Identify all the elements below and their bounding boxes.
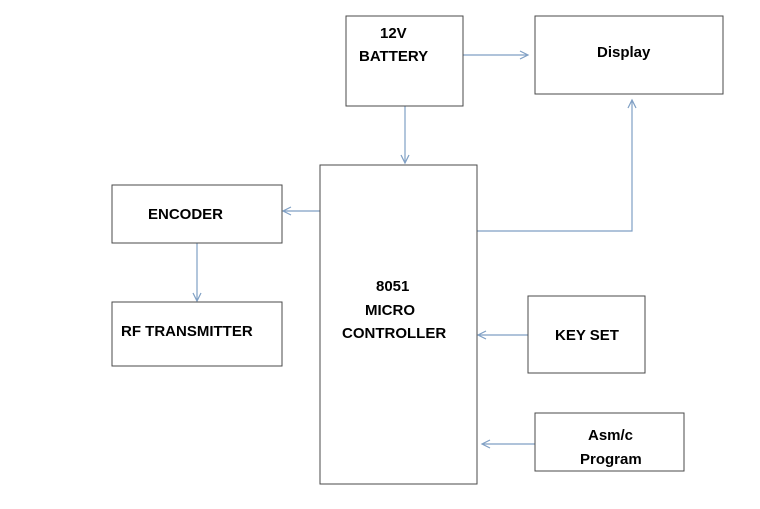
encoder-label: ENCODER: [148, 206, 223, 223]
battery-label-line-2: BATTERY: [359, 48, 428, 65]
node-microcontroller: 8051 MICRO CONTROLLER: [319, 164, 478, 485]
rf-transmitter-box: [111, 301, 283, 367]
keyset-label: KEY SET: [555, 327, 619, 344]
arrowhead-display-left: [519, 50, 530, 60]
microcontroller-label-line-2: MICRO: [365, 302, 415, 319]
edge-microcontroller-to-display: [477, 101, 633, 232]
battery-label-line-1: 12V: [380, 25, 407, 42]
microcontroller-box: [319, 164, 478, 485]
keyset-box: [527, 295, 646, 374]
arrowhead-rf-transmitter-top: [192, 292, 202, 303]
node-display: Display: [534, 15, 724, 95]
arrowhead-display-bottom: [627, 98, 637, 109]
connectors: [192, 50, 637, 449]
display-box: [534, 15, 724, 95]
program-box: [534, 412, 685, 472]
battery-box: [345, 15, 464, 107]
arrowhead-encoder-right: [281, 206, 292, 216]
program-label-line-1: Asm/c: [588, 427, 633, 444]
node-rf-transmitter: RF TRANSMITTER: [111, 301, 283, 367]
node-encoder: ENCODER: [111, 184, 283, 244]
node-keyset: KEY SET: [527, 295, 646, 374]
arrowhead-microcontroller-top: [400, 154, 410, 165]
encoder-box: [111, 184, 283, 244]
display-label: Display: [597, 44, 651, 61]
node-battery: 12V BATTERY: [345, 15, 464, 107]
microcontroller-label-line-3: CONTROLLER: [342, 325, 446, 342]
rf-transmitter-label: RF TRANSMITTER: [121, 323, 253, 340]
arrowhead-microcontroller-right-keyset: [476, 330, 487, 340]
program-label-line-2: Program: [580, 451, 642, 468]
arrowhead-microcontroller-right-program: [480, 439, 491, 449]
node-program: Asm/c Program: [534, 412, 685, 472]
microcontroller-label-line-1: 8051: [376, 278, 409, 295]
